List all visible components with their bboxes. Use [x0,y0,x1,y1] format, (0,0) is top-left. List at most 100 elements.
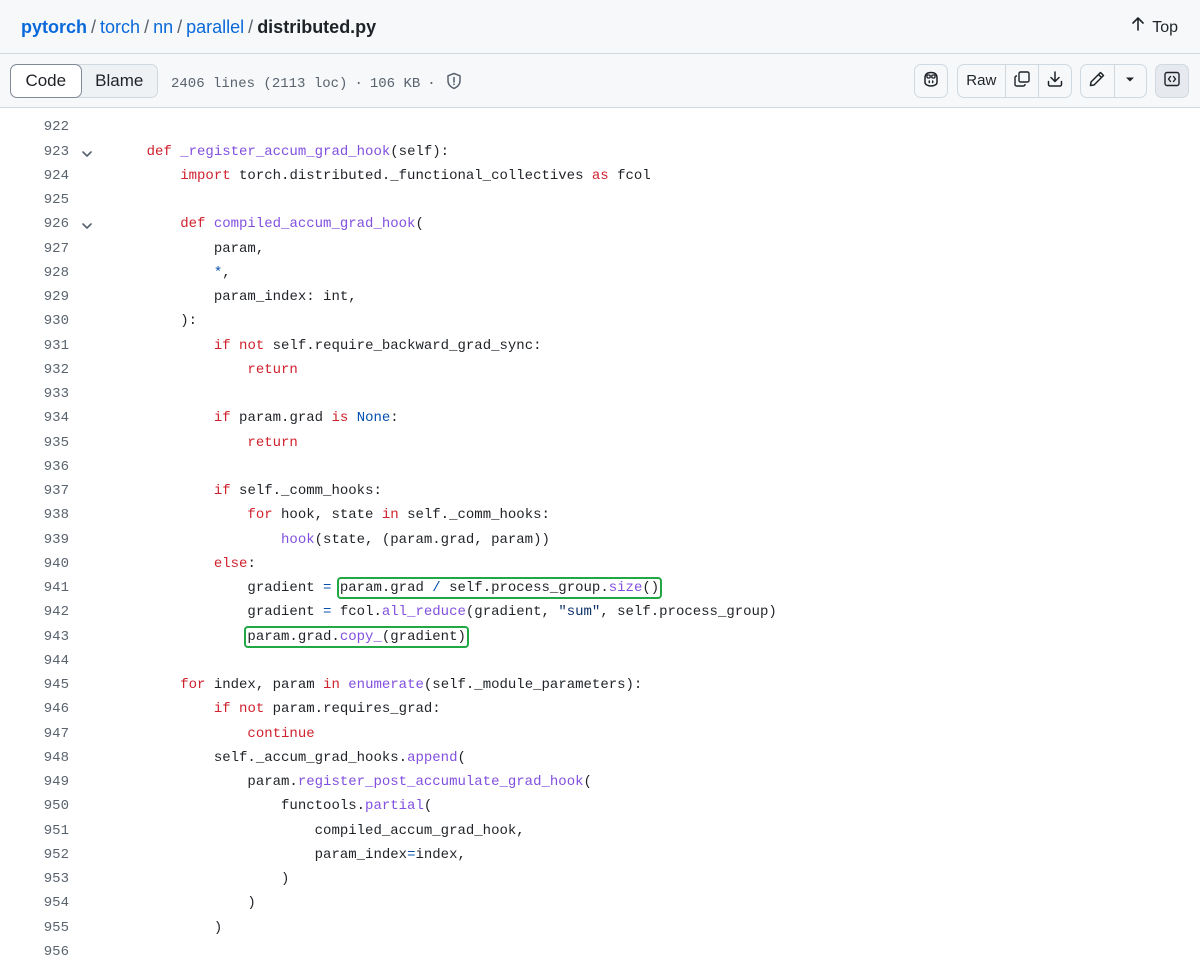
breadcrumb-parallel-link[interactable]: parallel [186,17,245,37]
tab-code[interactable]: Code [10,64,82,98]
code-line: 922 [0,115,1200,139]
code-token: ) [213,919,223,936]
code-token: : [390,410,399,427]
line-number[interactable]: 936 [43,458,69,475]
line-number[interactable]: 924 [43,167,69,184]
line-number[interactable]: 931 [43,337,69,354]
code-line: 928 *, [0,261,1200,285]
line-number[interactable]: 925 [43,192,69,208]
code-token: "sum" [558,604,601,621]
line-number[interactable]: 953 [43,871,69,887]
code-token: self._comm_hooks: [239,483,382,499]
line-number[interactable]: 949 [43,774,69,790]
line-number[interactable]: 946 [43,701,69,718]
code-token: all_reduce [381,604,466,621]
line-number[interactable]: 943 [43,628,69,645]
code-token: self.require_backward_grad_sync: [272,337,542,354]
code-token: for [247,507,282,524]
breadcrumb-nn-link[interactable]: nn [153,17,174,37]
code-token: () [642,580,660,596]
code-token: functools. [281,798,366,815]
line-number[interactable]: 948 [43,749,69,766]
line-number[interactable]: 952 [43,846,69,863]
code-text: import torch.distributed._functional_col… [113,164,651,188]
code-token: enumerate [348,677,424,693]
line-number[interactable]: 941 [43,580,69,596]
code-line: 942 gradient = fcol.all_reduce(gradient,… [0,600,1200,624]
pencil-icon [1088,70,1106,93]
raw-copy-download-group: Raw [957,64,1072,98]
code-line: 952 param_index=index, [0,843,1200,867]
tab-blame[interactable]: Blame [95,71,144,90]
code-token: if [213,483,240,499]
edit-options-dropdown[interactable] [1113,65,1147,97]
line-number[interactable]: 928 [43,264,69,281]
code-token: gradient [247,580,324,596]
raw-button[interactable]: Raw [958,65,1006,97]
line-number[interactable]: 942 [43,604,69,621]
line-number[interactable]: 932 [43,361,69,378]
line-number[interactable]: 934 [43,410,69,427]
copy-raw-button[interactable] [1006,65,1039,97]
code-lines: 921 self._ddp_sink_clone = True 922 923 de… [0,109,1200,964]
breadcrumb-torch-link[interactable]: torch [100,17,141,37]
line-number[interactable]: 939 [43,531,69,548]
line-number[interactable]: 944 [43,652,69,669]
edit-file-button[interactable] [1081,65,1114,97]
code-line: 948 self._accum_grad_hooks.append( [0,746,1200,770]
code-token: self._ddp_sink_clone = [180,109,373,111]
code-text: def _register_accum_grad_hook(self): [113,140,449,164]
line-number[interactable]: 926 [43,216,69,233]
file-size: 106 KB [369,76,421,92]
separator-dot: · [427,76,436,92]
code-line: 921 self._ddp_sink_clone = True [0,109,1200,115]
line-number[interactable]: 922 [43,119,69,136]
code-viewer: 921 self._ddp_sink_clone = True 922 923 de… [0,109,1200,968]
line-number[interactable]: 956 [43,943,69,960]
line-number[interactable]: 937 [43,483,69,499]
line-number[interactable]: 929 [43,289,69,305]
code-token: torch.distributed._functional_collective… [239,167,592,184]
line-number[interactable]: 927 [43,240,69,257]
line-number[interactable]: 940 [43,555,69,572]
code-token: copy_ [339,628,382,645]
line-number[interactable]: 938 [43,507,69,524]
code-line: 935 return [0,431,1200,455]
line-number[interactable]: 951 [43,822,69,839]
line-number[interactable]: 954 [43,895,69,912]
line-number[interactable]: 945 [43,677,69,693]
code-text: ) [113,891,256,915]
breadcrumb-separator: / [177,17,183,37]
code-line: 936 [0,455,1200,479]
code-token: ( [583,774,592,790]
code-token: hook [281,531,315,548]
fold-chevron-icon[interactable] [80,218,96,230]
shield-icon[interactable] [443,72,463,96]
code-token: ) [247,895,256,912]
code-token: param.requires_grad: [272,701,441,718]
code-line: 925 [0,188,1200,212]
code-text: *, [113,261,231,285]
fold-chevron-icon[interactable] [80,146,96,158]
line-number[interactable]: 935 [43,434,69,451]
code-token: param.grad [239,410,332,427]
line-number[interactable]: 947 [43,725,69,742]
copilot-button[interactable] [914,64,948,98]
line-number[interactable]: 955 [43,919,69,936]
symbols-panel-button[interactable] [1155,64,1189,98]
line-number[interactable]: 930 [43,313,69,330]
line-number[interactable]: 950 [43,798,69,815]
code-token: (self._module_parameters): [423,677,643,693]
back-to-top-button[interactable]: Top [1130,16,1178,39]
code-text: else: [113,552,256,576]
line-number[interactable]: 933 [43,386,69,402]
line-number[interactable]: 921 [0,109,69,115]
code-text: continue [113,722,314,746]
code-token: hook, state [281,507,382,524]
code-text: param.register_post_accumulate_grad_hook… [113,770,592,794]
breadcrumb-repo-link[interactable]: pytorch [21,17,88,37]
line-number[interactable]: 923 [43,143,69,160]
download-raw-button[interactable] [1038,65,1071,97]
code-token: = [407,846,416,863]
code-text: if self._comm_hooks: [113,479,382,503]
